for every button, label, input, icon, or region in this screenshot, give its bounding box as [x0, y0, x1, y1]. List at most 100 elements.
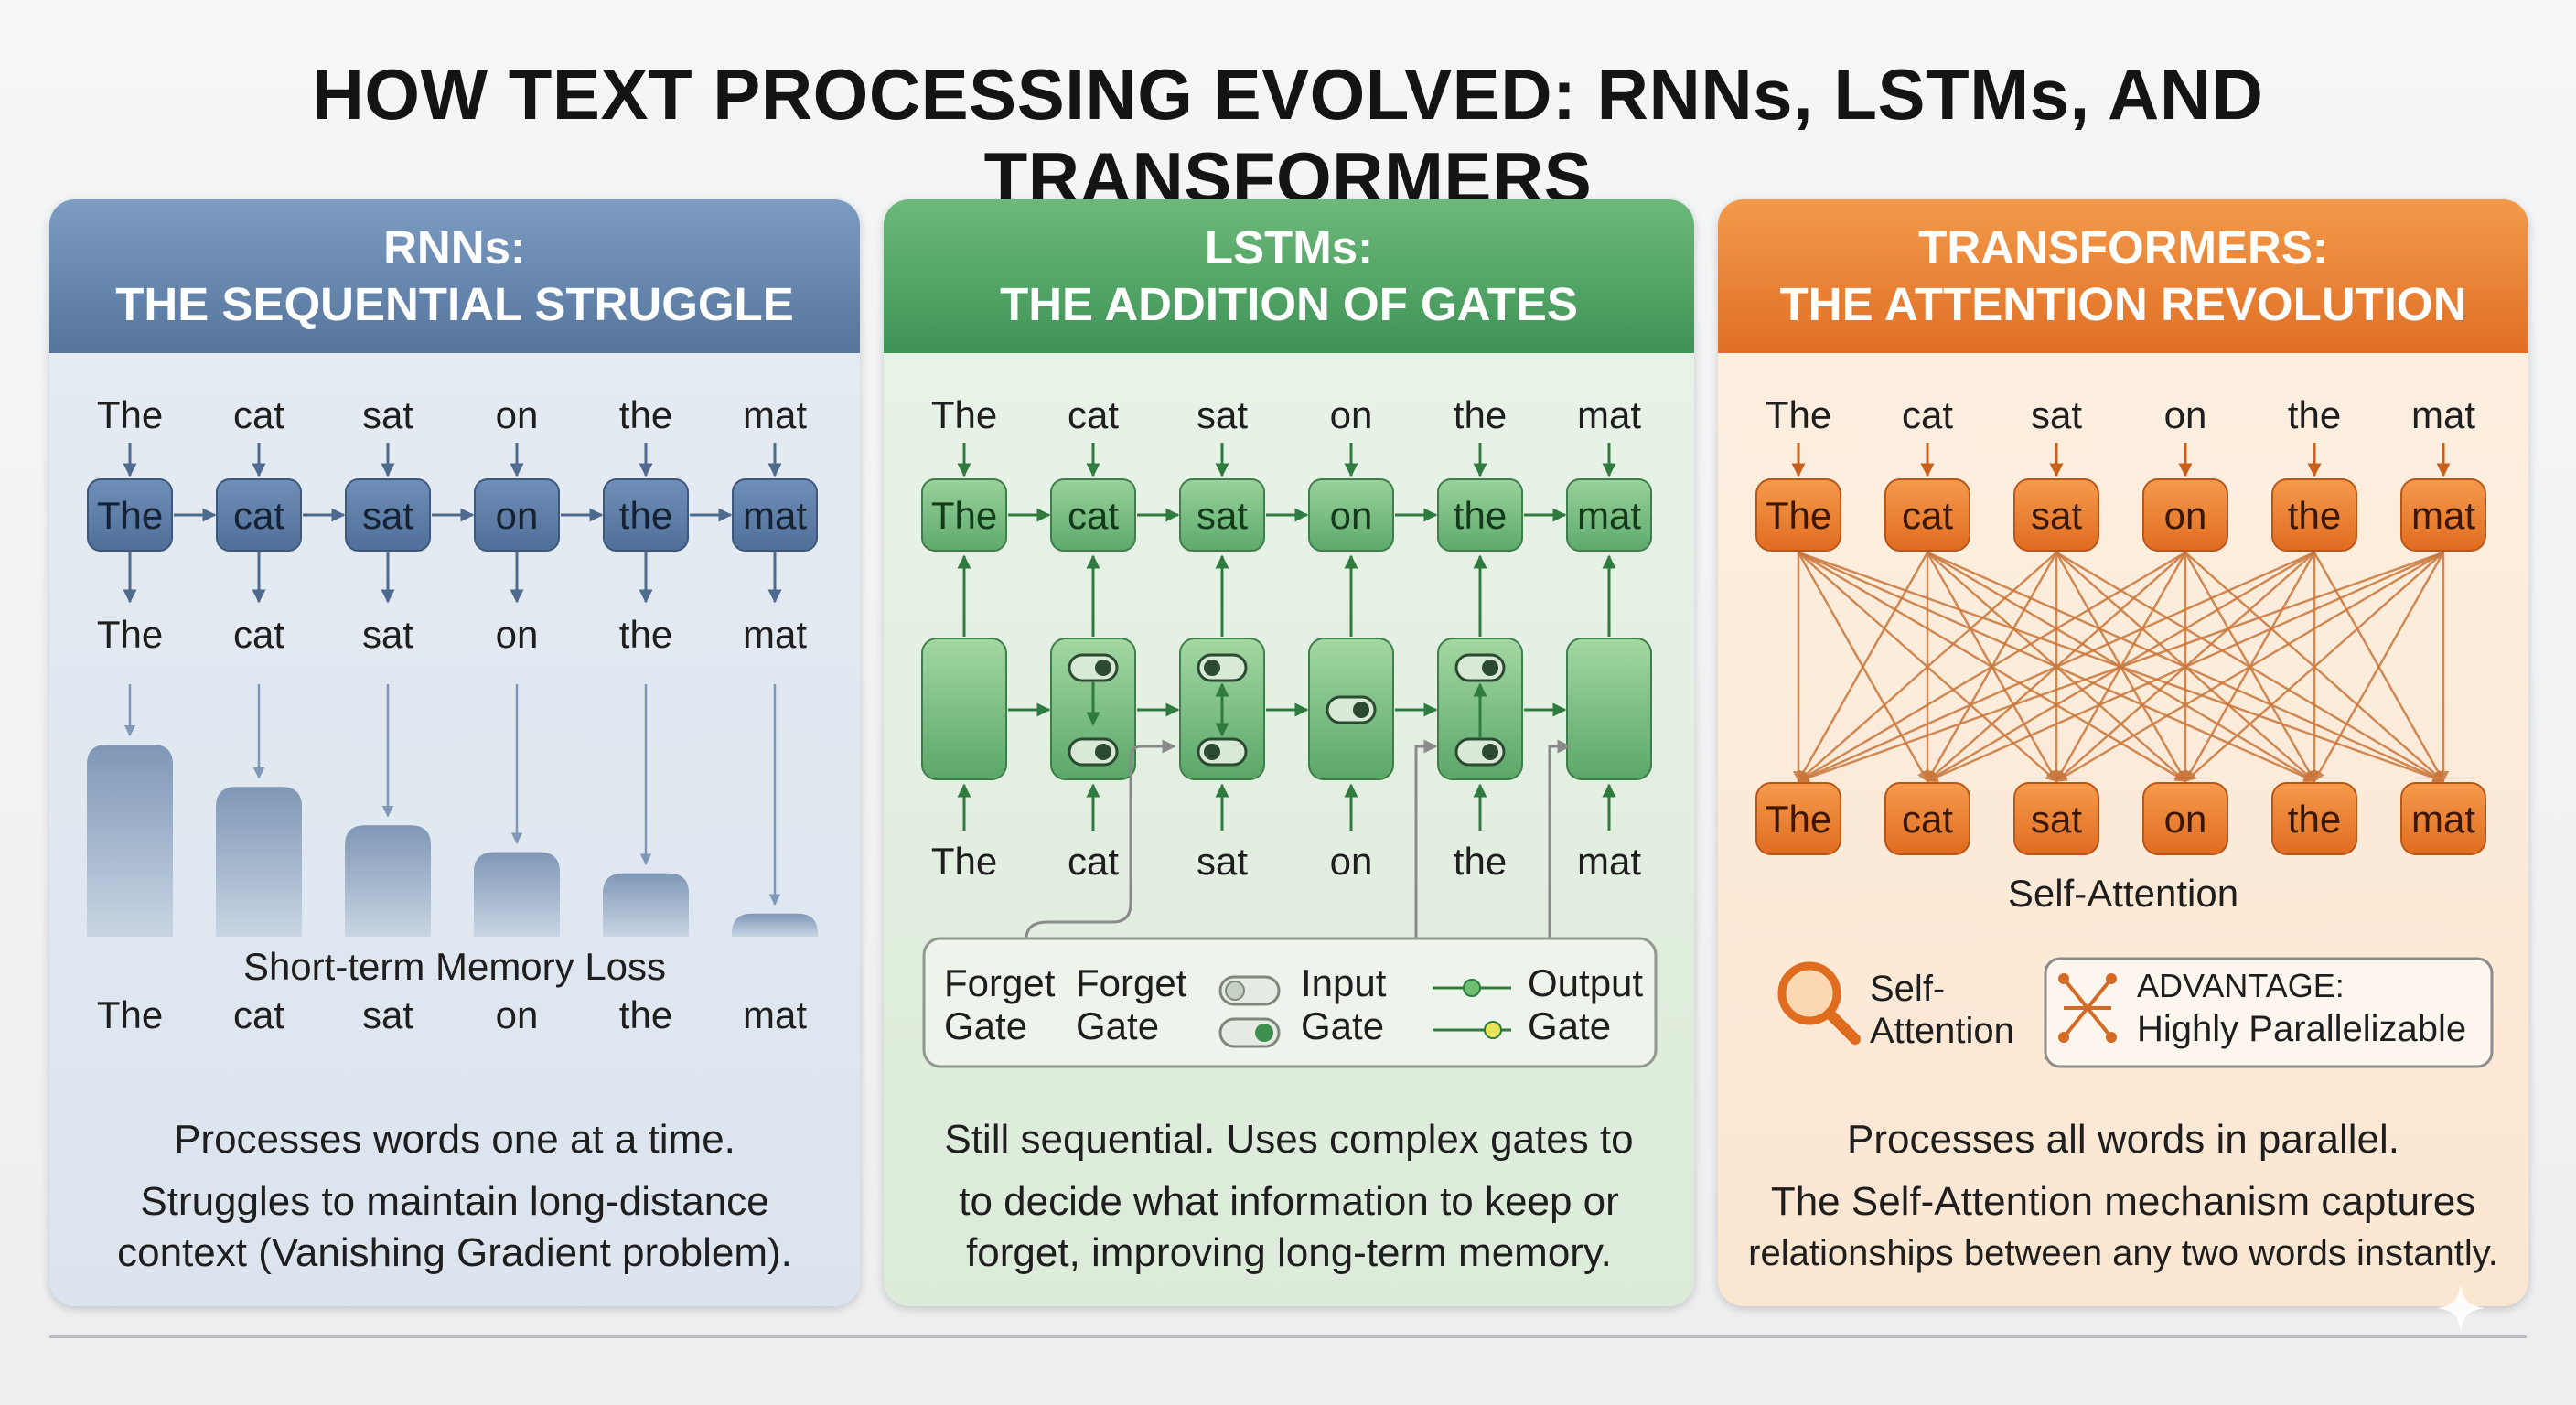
rnn-memory-bar: [216, 787, 302, 937]
attention-line: [1797, 551, 2444, 784]
lstm-legend-connector: [1548, 739, 1572, 938]
lstm-cell-word: on: [1330, 494, 1373, 537]
sparkle-icon: [2437, 1284, 2485, 1332]
transformer-output-word: on: [2164, 798, 2207, 841]
attention-line: [1798, 552, 2057, 782]
transformer-token-box: [2271, 478, 2357, 552]
lstm-header-line1: LSTMs:: [1204, 221, 1374, 273]
transformer-output-box: [2271, 782, 2357, 855]
rnn-memory-bar: [345, 825, 431, 937]
rnn-memory-word: sat: [362, 993, 413, 1036]
rnn-memory-word: on: [496, 993, 539, 1036]
lstm-input-word: on: [1330, 393, 1373, 436]
rnn-memory-bar: [603, 873, 689, 937]
transformer-desc-line3: relationships between any two words inst…: [1748, 1233, 2498, 1273]
rnn-header-line1: RNNs:: [383, 221, 526, 273]
rnn-cell-word: cat: [233, 494, 284, 537]
lstm-legend-toggle-on-knob: [1255, 1024, 1273, 1042]
rnn-header: RNNs: THE SEQUENTIAL STRUGGLE: [49, 199, 860, 353]
lstm-output-cell: [921, 478, 1007, 552]
lstm-bottom-word: sat: [1197, 840, 1248, 883]
lstm-memory-cell: [1566, 638, 1652, 780]
rnn-cell: [216, 478, 302, 552]
lstm-bottom-word: cat: [1068, 840, 1119, 883]
rnn-memory-bar: [474, 852, 560, 937]
lstm-legend-forget2-gate: Gate: [1076, 1004, 1159, 1047]
transformer-header: TRANSFORMERS: THE ATTENTION REVOLUTION: [1718, 199, 2528, 353]
bottom-divider: [49, 1335, 2527, 1338]
lstm-memory-cell: [921, 638, 1007, 780]
rnn-memory-word: The: [97, 993, 163, 1036]
advantage-box: [2044, 957, 2494, 1068]
rnn-diagram: TheTheTheThecatcatcatcatsatsatsatsatonon…: [87, 393, 818, 1036]
rnn-description: Processes words one at a time. Struggles…: [49, 1114, 860, 1279]
transformer-token-box: [2013, 478, 2099, 552]
lstm-output-cell: [1566, 478, 1652, 552]
transformer-desc-line1: Processes all words in parallel.: [1846, 1117, 2400, 1162]
lstm-gate-e-knob: [1353, 702, 1369, 718]
lstm-bottom-word: The: [931, 840, 997, 883]
lstm-legend-forget1-gate: Gate: [944, 1004, 1027, 1047]
attention-line: [1797, 551, 2315, 783]
transformer-panel: TRANSFORMERS: THE ATTENTION REVOLUTION T…: [1718, 199, 2528, 1306]
transformer-token-box: [1884, 478, 1970, 552]
lstm-output-cell: [1179, 478, 1265, 552]
legend-self: Self-: [1870, 969, 1945, 1009]
attention-line: [1926, 551, 2444, 783]
lstm-input-word: sat: [1197, 393, 1248, 436]
lstm-legend-output-dot: [1484, 1021, 1502, 1039]
lstm-bottom-word: on: [1330, 840, 1373, 883]
rnn-input-word: mat: [743, 393, 807, 436]
rnn-cell-word: on: [496, 494, 539, 537]
rnn-output-word: mat: [743, 613, 807, 656]
transformer-output-word: the: [2288, 798, 2341, 841]
transformer-token-word: on: [2164, 494, 2207, 537]
attention-line: [2055, 551, 2444, 783]
lstm-description: Still sequential. Uses complex gates to …: [884, 1114, 1694, 1279]
rnn-output-word: sat: [362, 613, 413, 656]
transformer-output-box: [1755, 782, 1841, 855]
rnn-memory-word: cat: [233, 993, 284, 1036]
magnifier-handle: [1824, 1008, 1861, 1045]
lstm-bottom-word: the: [1454, 840, 1507, 883]
rnn-output-word: The: [97, 613, 163, 656]
attention-line: [2184, 552, 2444, 782]
transformer-input-word: mat: [2411, 393, 2475, 436]
attention-line: [1797, 551, 2186, 783]
legend-attention: Attention: [1870, 1011, 2014, 1051]
rnn-desc-line1: Processes words one at a time.: [174, 1117, 735, 1162]
transformer-token-box: [2400, 478, 2486, 552]
parallel-icon-node: [2106, 1032, 2117, 1043]
lstm-gate-c-knob: [1204, 660, 1220, 676]
transformer-output-box: [2013, 782, 2099, 855]
rnn-memory-word: mat: [743, 993, 807, 1036]
parallel-icon-node: [2058, 973, 2069, 984]
lstm-legend-connector: [1414, 739, 1438, 938]
rnn-cell-word: The: [97, 494, 163, 537]
transformer-input-word: The: [1766, 393, 1831, 436]
transformer-input-word: cat: [1902, 393, 1953, 436]
lstm-legend-toggle-off-knob: [1225, 981, 1245, 1001]
lstm-gate-a-knob: [1095, 660, 1111, 676]
rnn-output-word: the: [619, 613, 672, 656]
lstm-cell-word: mat: [1577, 494, 1641, 537]
parallel-icon-node: [2058, 1032, 2069, 1043]
rnn-cell: [474, 478, 560, 552]
lstm-output-cell: [1050, 478, 1136, 552]
rnn-desc-line3: context (Vanishing Gradient problem).: [117, 1230, 792, 1275]
transformer-header-line1: TRANSFORMERS:: [1918, 221, 2328, 273]
rnn-output-word: cat: [233, 613, 284, 656]
lstm-gate-f-knob: [1482, 660, 1498, 676]
lstm-legend-forget2: Forget: [1076, 961, 1187, 1004]
lstm-input-word: mat: [1577, 393, 1641, 436]
transformer-output-box: [2142, 782, 2228, 855]
transformer-input-word: on: [2164, 393, 2207, 436]
rnn-memory-label: Short-term Memory Loss: [243, 945, 666, 988]
attention-line: [2313, 552, 2445, 783]
transformer-output-word: The: [1766, 798, 1831, 841]
transformer-diagram: TheTheThecatcatcatsatsatsatonononthethet…: [1755, 393, 2494, 1068]
transformer-output-box: [1884, 782, 1970, 855]
rnn-header-line2: THE SEQUENTIAL STRUGGLE: [115, 278, 794, 330]
